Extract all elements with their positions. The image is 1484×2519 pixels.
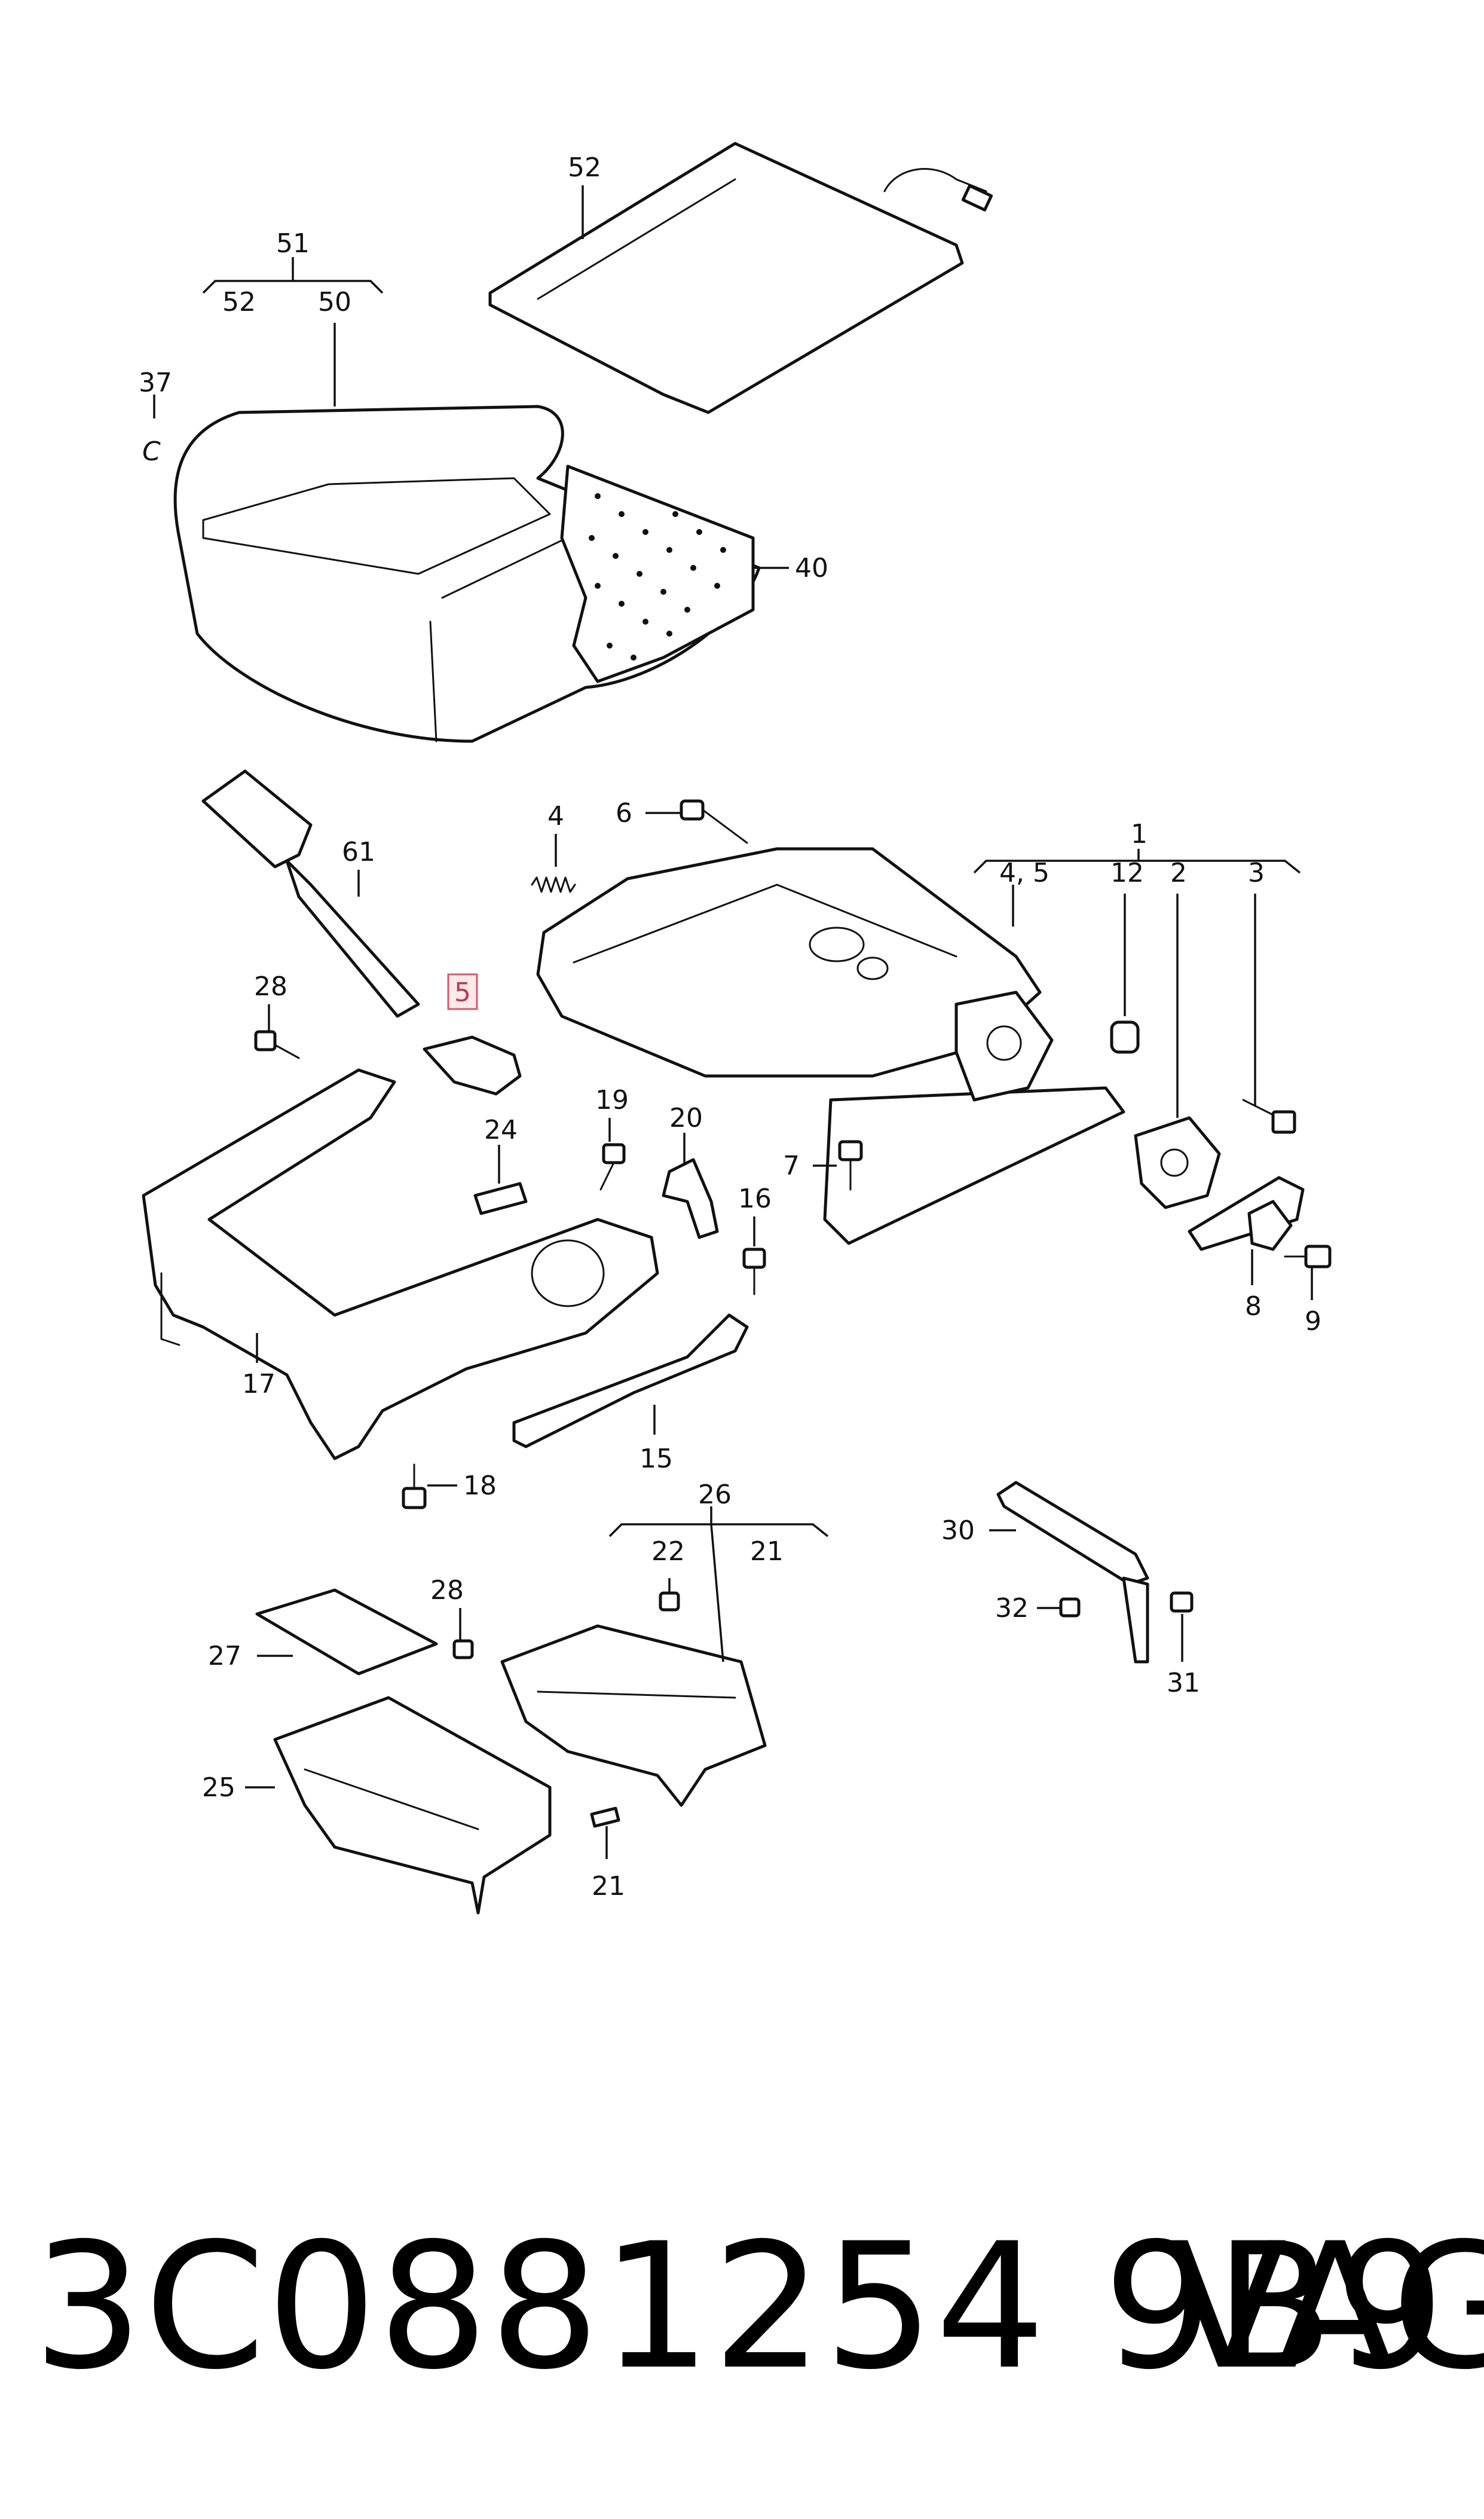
label-21: 21	[750, 1536, 784, 1567]
label-50: 50	[318, 287, 351, 317]
rail-part-30	[996, 1481, 1149, 1664]
clip-part-24	[473, 1182, 528, 1215]
bolt-part-6	[680, 799, 748, 844]
brand-name: VAG	[1168, 2206, 1484, 2408]
label-28: 28	[254, 971, 287, 1002]
tray-part-26	[500, 1624, 767, 1807]
bolt-part-9	[1284, 1245, 1332, 1268]
label-1: 1	[1131, 819, 1148, 849]
spring-part-4	[531, 876, 576, 893]
label-22: 22	[651, 1536, 685, 1567]
label-17: 17	[242, 1369, 276, 1399]
label-61: 61	[342, 837, 375, 867]
label-26: 26	[698, 1479, 732, 1510]
bracket-part-20	[662, 1158, 719, 1239]
screw-part-28b	[452, 1639, 474, 1659]
adjuster-handle-part	[423, 1035, 522, 1096]
label-40: 40	[795, 553, 828, 583]
seat-frame-part	[536, 847, 1125, 1245]
screw-part-18	[402, 1463, 427, 1509]
label-32: 32	[995, 1593, 1029, 1624]
label-37: 37	[139, 368, 172, 398]
footer: 3C0881254 9B9 VAG	[33, 2200, 1484, 2415]
label-15: 15	[640, 1444, 673, 1474]
label-5: 5	[454, 977, 471, 1008]
belt-buckle-part	[201, 769, 420, 1018]
label-2: 2	[1170, 858, 1187, 888]
screw-part-28a	[254, 1030, 300, 1059]
clip-part-21b	[590, 1806, 620, 1828]
recliner-part-2	[1134, 1116, 1221, 1209]
bolt-part-7	[838, 1140, 863, 1191]
heating-mat-part	[488, 142, 993, 414]
label-7: 7	[783, 1151, 800, 1181]
screw-part-31	[1170, 1591, 1194, 1613]
seat-cushion-part	[173, 405, 761, 743]
trim-part-15	[512, 1313, 749, 1448]
bushing-part-12	[1110, 1020, 1140, 1054]
screw-part-16	[742, 1248, 766, 1295]
side-frame-part-17	[142, 1068, 659, 1460]
label-19: 19	[595, 1085, 629, 1115]
lever-part-8	[1188, 1176, 1305, 1251]
label-18: 18	[463, 1471, 497, 1501]
leader-lines	[153, 185, 1313, 1859]
label-37-c: C	[142, 436, 161, 467]
label-20: 20	[669, 1103, 703, 1133]
label-9: 9	[1305, 1306, 1321, 1337]
screw-part-19	[599, 1143, 626, 1191]
seat-parts-diagram: 52 51 52 50 37 C 40 61 4 6 1 4, 5 12 2 3…	[139, 142, 1332, 1915]
callout-labels: 52 51 52 50 37 C 40 61 4 6 1 4, 5 12 2 3…	[139, 152, 1321, 1902]
screw-part-3	[1242, 1099, 1296, 1134]
label-52-sub: 52	[222, 287, 256, 317]
highlight-box	[447, 973, 478, 1010]
label-51: 51	[276, 228, 310, 259]
screw-part-22	[659, 1591, 680, 1612]
label-8: 8	[1245, 1291, 1262, 1322]
label-24: 24	[484, 1115, 518, 1145]
drawer-part-25	[273, 1696, 552, 1915]
label-21-b: 21	[592, 1871, 625, 1902]
label-4: 4	[547, 801, 564, 831]
label-6: 6	[616, 798, 632, 829]
label-52: 52	[568, 152, 601, 183]
label-12: 12	[1110, 858, 1144, 888]
label-3: 3	[1248, 858, 1265, 888]
label-4-5: 4, 5	[999, 858, 1049, 888]
label-30: 30	[941, 1515, 975, 1546]
part-number: 3C0881254 9B9	[33, 2206, 1446, 2408]
foam-dots	[589, 493, 726, 661]
label-28-b: 28	[430, 1575, 464, 1606]
screw-part-32	[1059, 1597, 1081, 1618]
cover-part-27	[255, 1588, 438, 1676]
label-31: 31	[1167, 1668, 1200, 1698]
label-27: 27	[208, 1641, 241, 1671]
label-16: 16	[738, 1184, 772, 1214]
label-25: 25	[202, 1772, 235, 1803]
